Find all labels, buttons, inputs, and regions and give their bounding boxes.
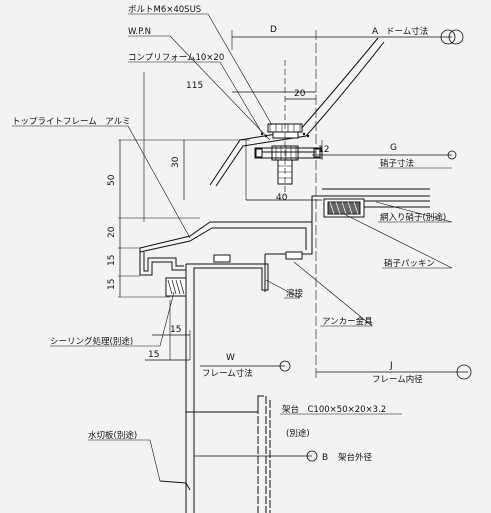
dim-50: 50	[107, 174, 117, 186]
label-sealing: シーリング処理(別途)	[50, 336, 133, 347]
extension-lines	[118, 30, 323, 378]
label-frame-size: フレーム寸法	[202, 368, 253, 379]
dim-15-a: 15	[107, 255, 117, 266]
dim-W: W	[226, 353, 235, 363]
flashing-plate	[159, 480, 191, 491]
dim-40: 40	[276, 193, 288, 203]
bolt	[267, 60, 303, 196]
label-wired-glass: 網入り硝子(別途)	[380, 212, 446, 223]
dim-30: 30	[171, 156, 181, 168]
sealant-block	[165, 277, 187, 297]
label-base-note: (別途)	[286, 428, 310, 439]
dim-15-c: 15	[170, 325, 181, 335]
label-welding: 溶接	[286, 288, 304, 299]
base-channel	[185, 395, 271, 513]
label-toplight-frame: トップライトフレーム アルミ	[12, 117, 131, 127]
anchor-bracket	[185, 251, 303, 412]
label-dome-size: ドーム寸法	[386, 26, 428, 37]
dimension-lines	[119, 36, 468, 457]
dim-D: D	[270, 25, 277, 35]
glass	[322, 188, 430, 208]
label-frame-inner: フレーム内径	[372, 374, 423, 385]
toplight-frame	[139, 147, 323, 276]
dim-J: J	[389, 361, 393, 371]
reference-circles	[279, 29, 472, 462]
dim-20-left: 20	[107, 226, 117, 238]
label-base-spec: 架台 C100×50×20×3.2	[282, 404, 386, 415]
leader-lines	[12, 13, 453, 482]
label-glass-packing: 硝子パッキン	[384, 258, 435, 269]
glass-packing	[323, 198, 365, 218]
label-base-outer: 架台外径	[338, 452, 373, 463]
dim-15-d: 15	[148, 350, 159, 360]
label-anchor: アンカー金具	[322, 316, 373, 327]
dim-20-top: 20	[294, 89, 306, 99]
dim-115: 115	[186, 81, 203, 91]
label-glass-size: 硝子寸法	[380, 158, 414, 169]
label-bolt: ボルトM6×40SUS	[128, 5, 201, 15]
label-mizukiri: 水切板(別途)	[88, 430, 137, 441]
dim-A: A	[372, 27, 379, 37]
dim-B: B	[322, 453, 328, 463]
dim-15-b: 15	[107, 279, 117, 290]
dim-G: G	[390, 143, 397, 153]
compriform-seal	[260, 132, 310, 138]
label-compriform: コンプリフォーム10×20	[128, 53, 224, 63]
dim-12: 12	[318, 145, 329, 155]
dome-shell	[209, 37, 385, 187]
label-wpn: W.P.N	[128, 27, 151, 37]
